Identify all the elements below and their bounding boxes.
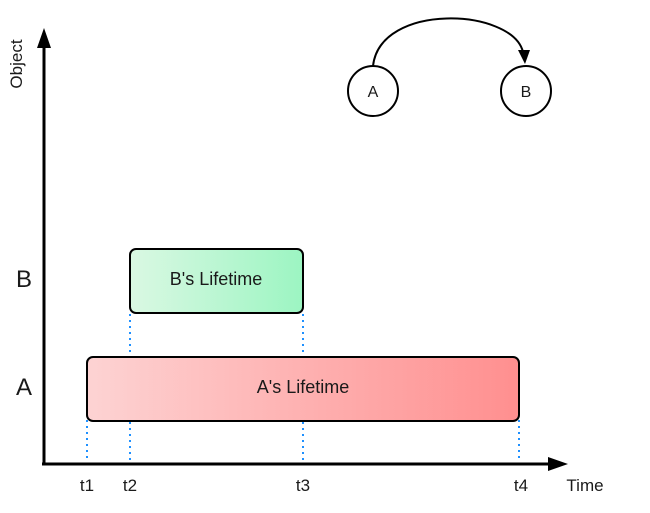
x-axis-arrowhead: [548, 457, 568, 471]
row-label-b: B: [16, 266, 32, 293]
x-axis-label: Time: [566, 476, 603, 495]
tick-label-t3: t3: [296, 476, 310, 495]
node-a-label: A: [368, 84, 379, 101]
row-label-a: A: [16, 374, 32, 401]
lifetime-label-b: B's Lifetime: [170, 269, 262, 289]
tick-label-t4: t4: [514, 476, 528, 495]
tick-label-t2: t2: [123, 476, 137, 495]
y-axis-label: Object: [7, 39, 26, 88]
lifetime-bar-b: [129, 248, 304, 314]
lifetime-label-a: A's Lifetime: [257, 377, 349, 397]
tick-label-t1: t1: [80, 476, 94, 495]
reference-arrow: [372, 17, 524, 67]
y-axis-arrowhead: [37, 28, 51, 48]
lifetime-bar-a: [86, 356, 520, 422]
reference-arrowhead: [518, 50, 530, 64]
node-b-label: B: [521, 84, 532, 101]
node-b: [500, 65, 552, 117]
